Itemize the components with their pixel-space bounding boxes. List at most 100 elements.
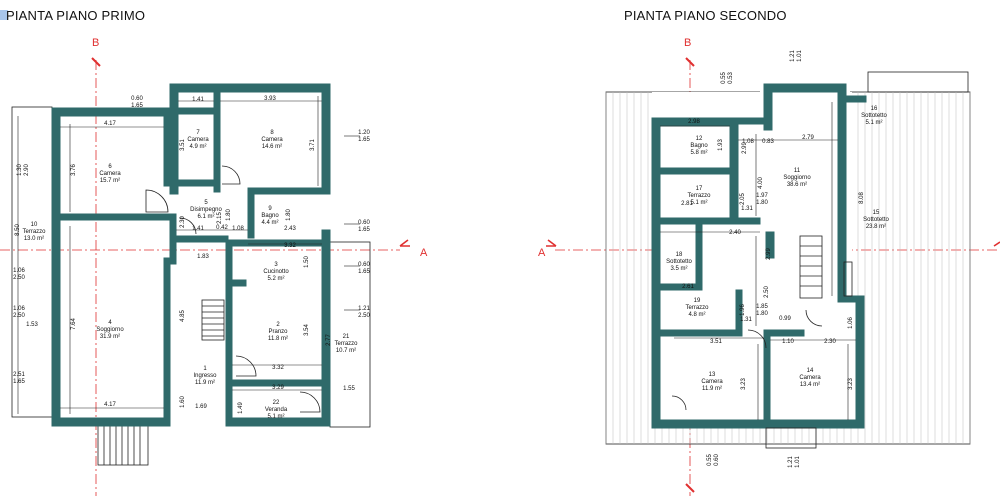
room-name: Veranda xyxy=(265,407,288,413)
dimension-label: 1.85 xyxy=(756,304,768,310)
dimension-label: 4.00 xyxy=(758,177,764,189)
room-name: Camera xyxy=(799,375,821,381)
dimension-label: 3.32 xyxy=(272,365,284,371)
room-area: 5.1 m² xyxy=(267,414,284,420)
room-area: 4.4 m² xyxy=(261,220,278,226)
room-area: 6.1 m² xyxy=(197,214,214,220)
dimension-label: 2.77 xyxy=(326,334,332,346)
dimension-label: 7.64 xyxy=(71,318,77,330)
stair-outside-outline xyxy=(97,424,149,466)
room-number: 3 xyxy=(274,262,278,268)
dimension-label: 1.49 xyxy=(238,402,244,414)
dimension-label: 3.76 xyxy=(71,164,77,176)
section-arrow-a-second xyxy=(546,239,557,247)
section-arrow-b-first xyxy=(91,57,101,67)
room-name: Terrazzo xyxy=(22,229,46,235)
room-number: 22 xyxy=(273,400,280,406)
room-number: 14 xyxy=(807,368,814,374)
room-area: 31.9 m² xyxy=(100,334,120,340)
section-mark-b2: B xyxy=(684,37,691,49)
dimension-label: 1.08 xyxy=(232,226,244,232)
room-name: Ingresso xyxy=(193,373,217,379)
second-floor-dimension-lines xyxy=(660,102,856,420)
dimension-label: 2.50 xyxy=(13,313,25,319)
section-mark-b1: B xyxy=(92,37,99,49)
room-area: 5.1 m² xyxy=(690,200,707,206)
second-floor-title: PIANTA PIANO SECONDO xyxy=(624,8,787,23)
dimension-label: 3.23 xyxy=(741,378,747,390)
dimension-label: 1.20 xyxy=(358,130,370,136)
room-name: Soggiorno xyxy=(96,327,124,333)
dimension-label: 2.99 xyxy=(742,142,748,154)
room-name: Camera xyxy=(701,379,723,385)
room-name: Sottotetto xyxy=(863,217,889,223)
dimension-label: 1.65 xyxy=(358,227,370,233)
dimension-label: 1.06 xyxy=(848,317,854,329)
dimension-label: 1.83 xyxy=(197,254,209,260)
dimension-label: 1.65 xyxy=(13,379,25,385)
dimension-label: 1.80 xyxy=(226,209,232,221)
roof-inner-mask xyxy=(652,92,852,427)
section-arrow-b-second-top xyxy=(685,57,695,67)
dimension-label: 1.21 xyxy=(358,306,370,312)
dimension-label: 2.30 xyxy=(180,216,186,228)
dimension-label: 0.83 xyxy=(762,139,774,145)
room-area: 5.8 m² xyxy=(690,150,707,156)
room-area: 15.7 m² xyxy=(100,178,120,184)
dimension-label: 1.65 xyxy=(131,103,143,109)
room-area: 11.8 m² xyxy=(268,336,288,342)
room-area: 23.8 m² xyxy=(866,224,886,230)
dimension-label: 2.90 xyxy=(24,164,30,176)
room-name: Bagno xyxy=(690,143,708,149)
room-area: 10.7 m² xyxy=(336,348,356,354)
room-number: 10 xyxy=(31,222,38,228)
dimension-label: 4.17 xyxy=(104,121,116,127)
first-floor-doors xyxy=(145,165,321,413)
dimension-label: 1.80 xyxy=(756,200,768,206)
dimension-label: 2.30 xyxy=(824,339,836,345)
room-number: 11 xyxy=(794,168,801,174)
dimension-label: 1.31 xyxy=(740,317,752,323)
dimension-label: 1.31 xyxy=(741,206,753,212)
room-name: Pranzo xyxy=(268,329,288,335)
section-arrow-a-first xyxy=(399,239,410,247)
section-arrow-b-second-bottom xyxy=(685,483,695,493)
dimension-label: 1.41 xyxy=(192,226,204,232)
dimension-label: 1.60 xyxy=(180,396,186,408)
dimension-label: 2.79 xyxy=(802,135,814,141)
dimension-label: 2.50 xyxy=(764,286,770,298)
room-name: Cucinotto xyxy=(263,269,289,275)
room-area: 13.4 m² xyxy=(800,382,820,388)
room-name: Sottotetto xyxy=(666,259,692,265)
dimension-label: 0.53 xyxy=(728,72,734,84)
dimension-label: 0.55 xyxy=(707,454,713,466)
dimension-label: 1.01 xyxy=(797,50,803,62)
room-name: Soggiorno xyxy=(783,175,811,181)
room-area: 4.9 m² xyxy=(189,144,206,150)
dimension-label: 1.01 xyxy=(795,456,801,468)
first-floor-title: PIANTA PIANO PRIMO xyxy=(6,8,146,23)
room-number: 18 xyxy=(676,252,683,258)
room-number: 8 xyxy=(270,130,274,136)
dimension-label: 1.21 xyxy=(788,456,794,468)
dimension-label: 3.51 xyxy=(180,139,186,151)
outer-stair-steps xyxy=(103,425,141,465)
sheet-tab-marker xyxy=(0,10,8,20)
dimension-label: 2.15 xyxy=(217,212,223,224)
dimension-label: 2.81 xyxy=(681,201,693,207)
room-number: 7 xyxy=(196,130,200,136)
dimension-label: 3.23 xyxy=(848,378,854,390)
room-number: 19 xyxy=(694,298,701,304)
section-arrow-a-second-right xyxy=(993,241,1000,247)
second-floor-stair xyxy=(799,235,823,299)
dimension-label: 2.40 xyxy=(729,230,741,236)
dimension-label: 3.93 xyxy=(264,96,276,102)
dimension-label: 1.08 xyxy=(742,139,754,145)
room-area: 11.9 m² xyxy=(195,380,215,386)
dimension-label: 1.53 xyxy=(26,322,38,328)
room-name: Terrazzo xyxy=(685,305,709,311)
